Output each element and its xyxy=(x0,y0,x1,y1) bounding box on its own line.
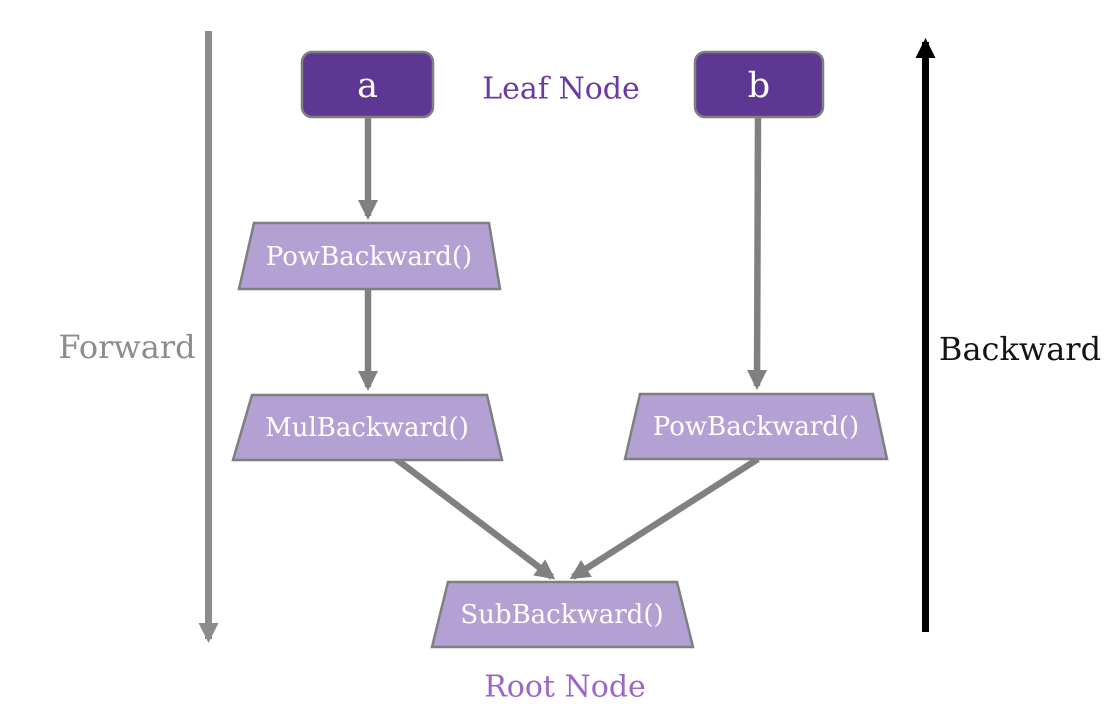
func-node-powbackward-2-label: PowBackward() xyxy=(653,412,859,442)
leaf-node-b xyxy=(693,50,825,119)
leaf-node-b-label: b xyxy=(748,66,770,106)
leaf-node-a-label: a xyxy=(357,66,378,106)
forward-caption: Forward xyxy=(58,328,195,366)
leaf-node-a xyxy=(300,50,435,119)
edge-powbackward2-to-subbackward xyxy=(569,456,760,580)
edge-b-to-powbackward2 xyxy=(747,117,768,390)
func-node-subbackward xyxy=(430,580,695,649)
func-node-mulbackward-label: MulBackward() xyxy=(265,413,469,443)
edge-mulbackward-to-subbackward xyxy=(394,456,556,580)
backward-caption: Backward xyxy=(939,330,1101,368)
func-node-powbackward-2 xyxy=(623,392,889,461)
func-node-mulbackward xyxy=(231,393,504,462)
func-node-powbackward-1 xyxy=(237,221,502,291)
root-node-caption: Root Node xyxy=(484,670,646,705)
leaf-node-caption: Leaf Node xyxy=(482,72,639,107)
func-node-subbackward-label: SubBackward() xyxy=(460,600,663,630)
func-node-powbackward-1-label: PowBackward() xyxy=(266,242,472,272)
